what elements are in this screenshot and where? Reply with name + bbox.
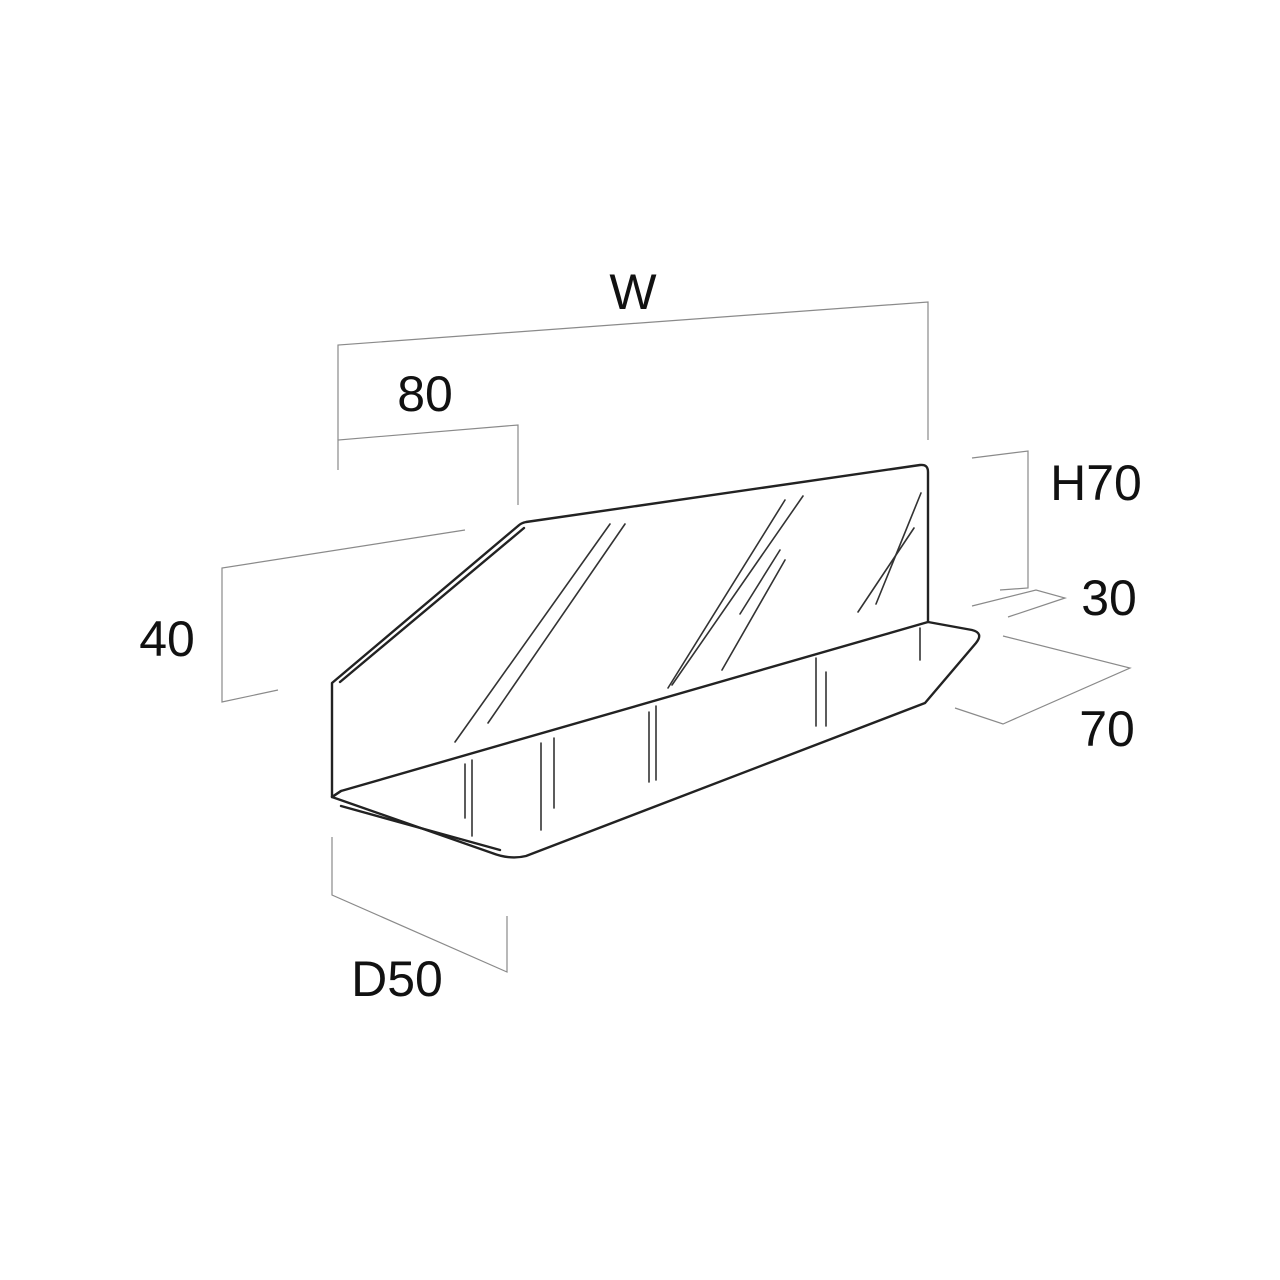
back-panel-inner-edge (338, 526, 526, 684)
side-height-label: 40 (139, 611, 195, 667)
glare-stroke (739, 549, 781, 615)
dimension-lines (221, 301, 1132, 973)
width-label: W (609, 264, 657, 320)
base-plate (330, 620, 981, 859)
dimension-labels: W 80 40 H70 30 70 D50 (139, 264, 1142, 1007)
lip-label: 30 (1081, 570, 1137, 626)
glare-stroke (857, 527, 915, 613)
base-depth-label: 70 (1079, 701, 1135, 757)
depth-label: D50 (351, 951, 443, 1007)
shelf-outline (330, 463, 981, 859)
width-dimension-line (337, 301, 929, 440)
top-segment-dimension-line (337, 424, 519, 505)
base-depth-dimension-line (954, 635, 1132, 725)
side-height-dimension-line (221, 529, 466, 703)
glare-stroke (875, 492, 922, 605)
depth-dimension-line (331, 837, 508, 973)
height-label: H70 (1050, 455, 1142, 511)
glare-stroke (721, 559, 786, 671)
base-front-edge (339, 804, 502, 852)
back-panel (330, 463, 930, 799)
lip-dimension-line (971, 589, 1068, 618)
glare-stroke (671, 495, 804, 686)
glare-stroke (667, 499, 786, 689)
glare-stroke (454, 523, 611, 743)
height-dimension-line (971, 450, 1029, 591)
glare-stroke (487, 523, 626, 724)
top-segment-label: 80 (397, 366, 453, 422)
glare-lines (454, 492, 922, 837)
base-plate-inner-edge (330, 789, 343, 799)
